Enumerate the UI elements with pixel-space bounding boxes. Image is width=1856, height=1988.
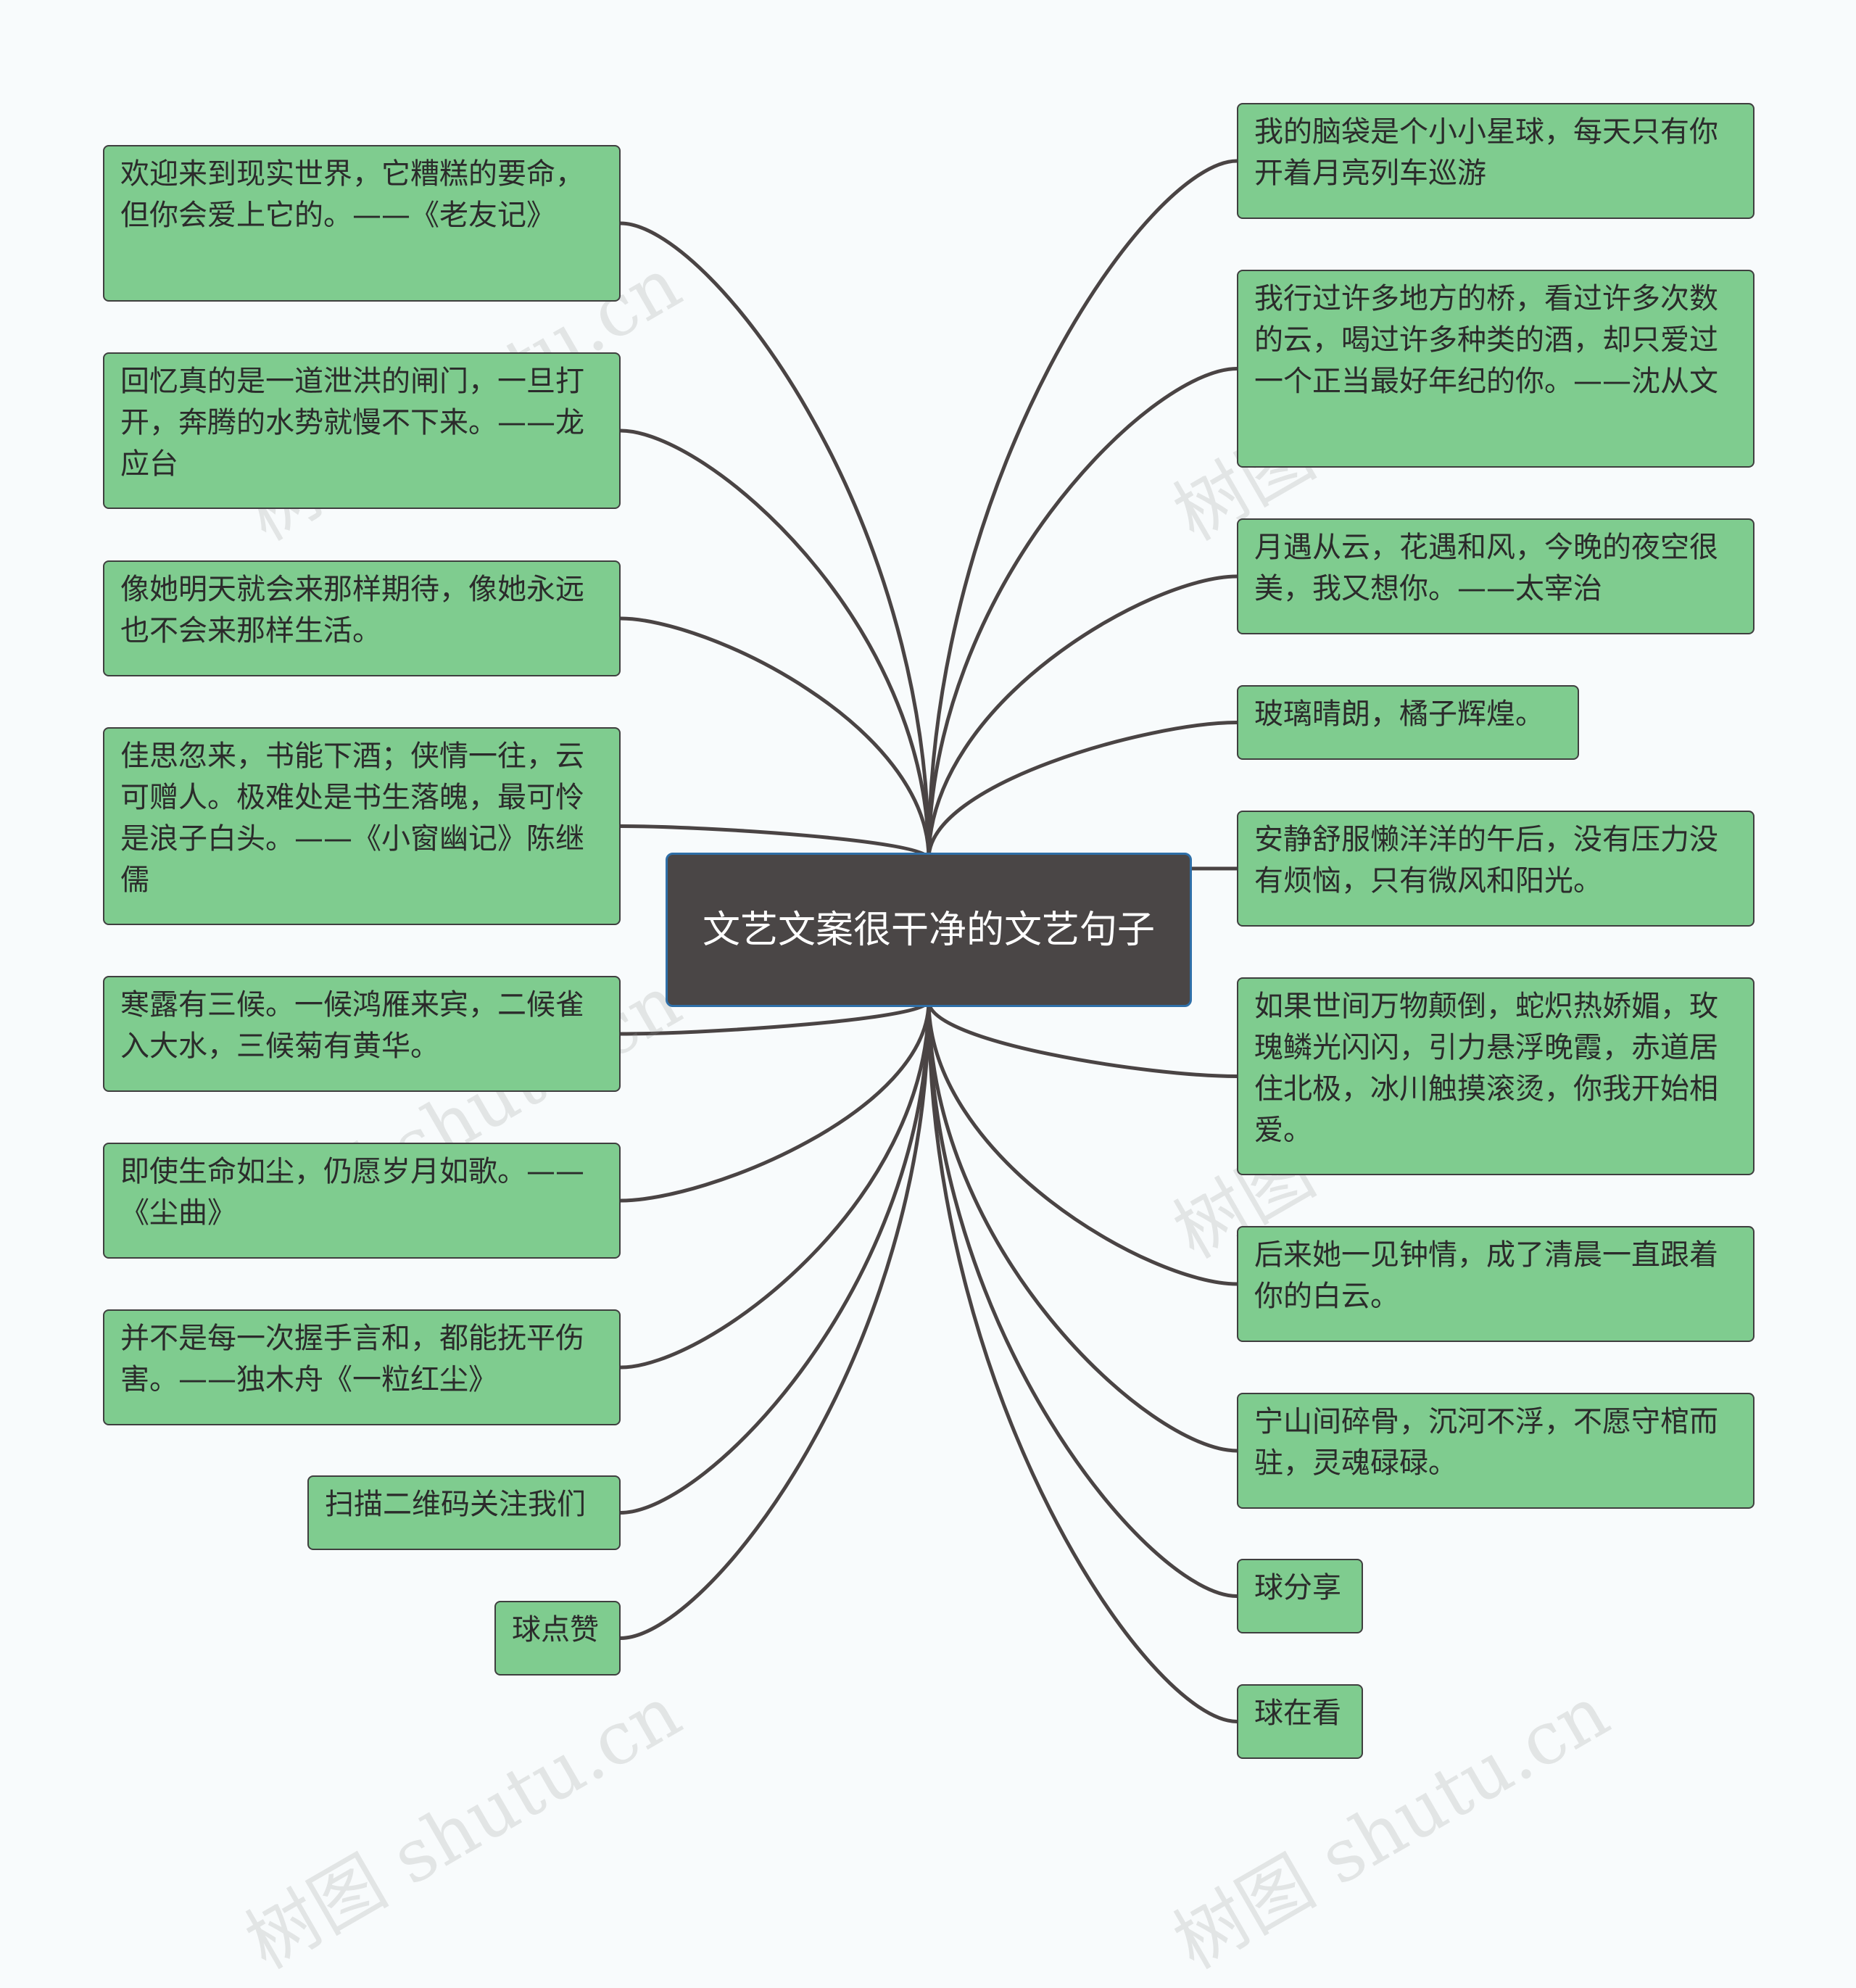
topic-node-right[interactable]: 安静舒服懒洋洋的午后，没有压力没有烦恼，只有微风和阳光。 <box>1237 811 1754 927</box>
root-node-label: 文艺文案很干净的文艺句子 <box>702 908 1155 952</box>
topic-node-left[interactable]: 球点赞 <box>494 1601 621 1676</box>
root-node[interactable]: 文艺文案很干净的文艺句子 <box>666 853 1192 1007</box>
topic-node-right[interactable]: 我的脑袋是个小小星球，每天只有你开着月亮列车巡游 <box>1237 103 1754 219</box>
topic-node-left[interactable]: 并不是每一次握手言和，都能抚平伤害。——独木舟《一粒红尘》 <box>103 1309 621 1425</box>
topic-node-left[interactable]: 像她明天就会来那样期待，像她永远也不会来那样生活。 <box>103 560 621 676</box>
topic-node-right[interactable]: 宁山间碎骨，沉河不浮，不愿守棺而驻，灵魂碌碌。 <box>1237 1393 1754 1509</box>
topic-node-left[interactable]: 即使生命如尘，仍愿岁月如歌。——《尘曲》 <box>103 1143 621 1259</box>
connector-line <box>620 1001 931 1640</box>
connector-line <box>620 428 931 859</box>
connector-line <box>620 1001 931 1370</box>
connector-line <box>927 159 1238 859</box>
connector-line <box>927 1001 1238 1078</box>
connector-line <box>620 221 931 859</box>
connector-line <box>927 1001 1238 1286</box>
connector-line <box>620 1001 931 1515</box>
topic-node-right[interactable]: 月遇从云，花遇和风，今晚的夜空很美，我又想你。——太宰治 <box>1237 518 1754 634</box>
topic-node-right[interactable]: 玻璃晴朗，橘子辉煌。 <box>1237 685 1579 760</box>
topic-node-right[interactable]: 球分享 <box>1237 1559 1363 1633</box>
connector-line <box>927 574 1238 859</box>
topic-node-left[interactable]: 寒露有三候。一候鸿雁来宾，二候雀入大水，三候菊有黄华。 <box>103 976 621 1092</box>
topic-node-left[interactable]: 回忆真的是一道泄洪的闸门，一旦打开，奔腾的水势就慢不下来。——龙应台 <box>103 352 621 509</box>
connector-line <box>620 616 931 859</box>
connector-line <box>620 824 931 860</box>
connector-line <box>927 721 1238 859</box>
connector-line <box>927 1001 1238 1598</box>
connector-line <box>927 1001 1238 1453</box>
connector-line <box>620 1001 931 1203</box>
topic-node-left[interactable]: 扫描二维码关注我们 <box>307 1475 621 1550</box>
connector-line <box>927 367 1238 859</box>
topic-node-right[interactable]: 如果世间万物颠倒，蛇炽热娇媚，玫瑰鳞光闪闪，引力悬浮晚霞，赤道居住北极，冰川触摸… <box>1237 977 1754 1175</box>
topic-node-right[interactable]: 后来她一见钟情，成了清晨一直跟着你的白云。 <box>1237 1226 1754 1342</box>
topic-node-left[interactable]: 欢迎来到现实世界，它糟糕的要命，但你会爱上它的。——《老友记》 <box>103 145 621 302</box>
connector-line <box>927 1001 1238 1723</box>
topic-node-left[interactable]: 佳思忽来，书能下酒；侠情一往，云可赠人。极难处是书生落魄，最可怜是浪子白头。——… <box>103 727 621 925</box>
topic-node-right[interactable]: 我行过许多地方的桥，看过许多次数的云，喝过许多种类的酒，却只爱过一个正当最好年纪… <box>1237 270 1754 468</box>
connector-line <box>620 1000 931 1036</box>
topic-node-right[interactable]: 球在看 <box>1237 1684 1363 1759</box>
